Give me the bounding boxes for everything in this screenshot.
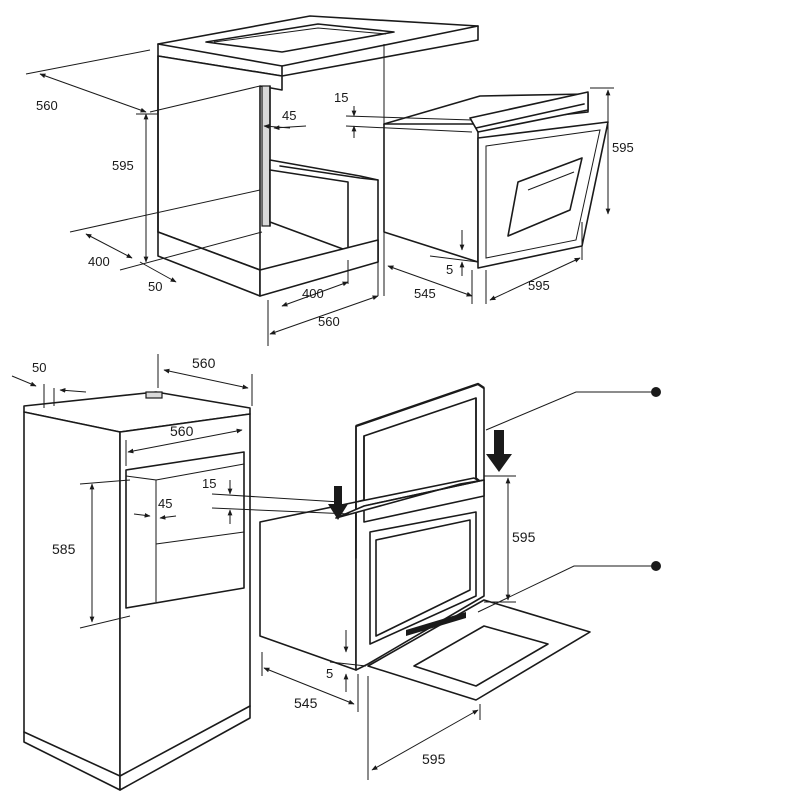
label-cutout-depth: 400 (302, 286, 324, 301)
label-oven-bottom-gap: 5 (446, 262, 453, 277)
label-column-depth: 560 (192, 355, 216, 371)
label-oven-top-gap-bottom: 15 (202, 476, 216, 491)
label-cutout-height: 585 (52, 541, 76, 557)
insertion-arrows (328, 430, 512, 520)
label-side-gap: 45 (282, 108, 296, 123)
callouts (477, 387, 661, 613)
label-column-rear-gap: 50 (32, 360, 46, 375)
label-plinth-depth: 400 (88, 254, 110, 269)
tall-column (23, 391, 251, 791)
built-in-oven-bottom (259, 382, 591, 701)
top-dimensions (25, 44, 385, 346)
label-cutout-width: 560 (318, 314, 340, 329)
oven-dimensions-bottom (211, 475, 516, 780)
base-cabinet (157, 55, 379, 297)
undercounter-installation: 560 595 45 400 50 400 560 15 595 5 545 5… (25, 15, 634, 346)
label-cabinet-height: 595 (112, 158, 134, 173)
label-oven-height: 595 (612, 140, 634, 155)
label-oven-width: 595 (528, 278, 550, 293)
label-cutout-width-bottom: 560 (170, 423, 194, 439)
label-oven-width-bottom: 595 (422, 751, 446, 767)
column-dimensions (11, 354, 253, 629)
label-oven-depth-bottom: 545 (294, 695, 318, 711)
callout-dot-door (651, 561, 661, 571)
label-side-gap-bottom: 45 (158, 496, 172, 511)
label-oven-height-bottom: 595 (512, 529, 536, 545)
label-oven-bottom-gap-bottom: 5 (326, 666, 333, 681)
tall-column-installation: 50 560 560 585 45 15 595 5 545 595 (11, 354, 661, 791)
label-oven-top-gap: 15 (334, 90, 348, 105)
oven-dimensions-top (345, 87, 614, 304)
callout-dot-frame (651, 387, 661, 397)
label-cabinet-depth: 560 (36, 98, 58, 113)
label-oven-depth: 545 (414, 286, 436, 301)
label-plinth-setback: 50 (148, 279, 162, 294)
